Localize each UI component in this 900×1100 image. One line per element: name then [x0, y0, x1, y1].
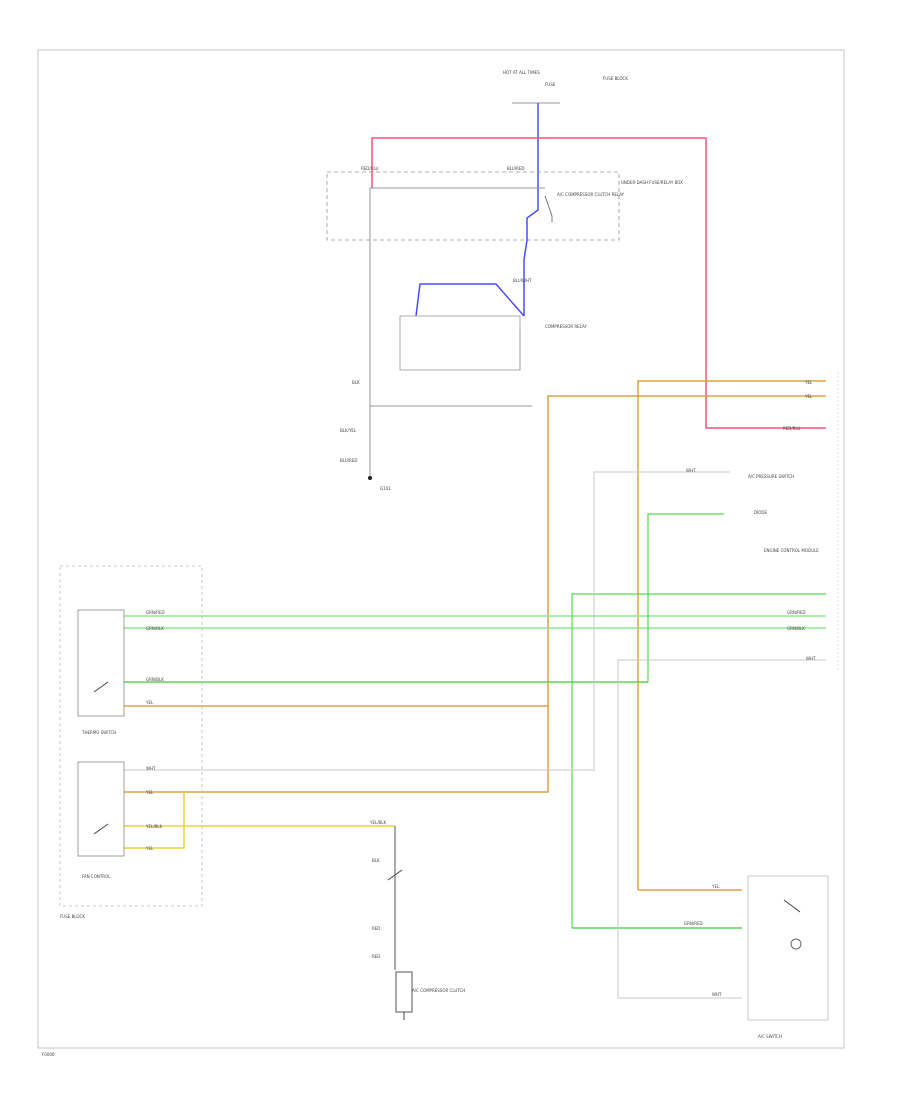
power-feed: HOT AT ALL TIMES FUSE BLOCK FUSE	[503, 70, 628, 196]
label-fan-control: FAN CONTROL	[82, 874, 111, 879]
label-yel-thermo: YEL	[145, 700, 154, 705]
orange-wire-switch	[124, 706, 549, 793]
label-fuse-block-top: FUSE BLOCK	[603, 76, 628, 81]
green-wire-switch	[571, 593, 826, 928]
label-wht-ecm: WHT	[806, 656, 816, 661]
label-yel-blk-fan: YEL/BLK	[145, 824, 163, 829]
gray-wire-pressure	[124, 471, 730, 771]
label-blk-ground: BLK	[352, 380, 360, 385]
compressor-clutch-group: BLK A/C COMPRESSOR CLUTCH RED RED	[372, 826, 465, 1020]
label-grn-wht: GRN/RED	[684, 921, 703, 926]
label-ac-switch: A/C SWITCH	[758, 1034, 782, 1039]
orange-wire-long	[547, 395, 826, 706]
label-yel-fan: YEL	[145, 790, 154, 795]
footer-code: F0000	[42, 1052, 55, 1057]
yellow-wire	[124, 792, 185, 849]
label-red-clutch-2: RED	[372, 954, 380, 959]
blue-wire-loop	[415, 283, 525, 317]
label-wht-pressure: WHT	[686, 468, 696, 473]
label-compressor-clutch-relay: A/C COMPRESSOR CLUTCH RELAY	[557, 192, 625, 197]
label-grn-blk-right: GRN/BLK	[787, 626, 805, 631]
label-yel-fan-2: YEL	[145, 846, 154, 851]
green-wire-ecm	[647, 513, 724, 682]
label-ac-pressure-switch: A/C PRESSURE SWITCH	[748, 474, 794, 479]
label-grn-red-right: GRN/RED	[787, 610, 806, 615]
label-fuse-top: FUSE	[545, 82, 556, 87]
label-grn-blk-left: GRN/BLK	[146, 626, 164, 631]
label-red-clutch-1: RED	[372, 926, 380, 931]
label-thermo-switch: THERMO SWITCH	[81, 730, 116, 735]
label-ac-compressor-clutch: A/C COMPRESSOR CLUTCH	[412, 988, 465, 993]
orange-wire-right	[637, 380, 826, 890]
label-yel-blk: YEL/BLK	[369, 820, 387, 825]
label-yel-upper: YEL	[804, 380, 813, 385]
label-diode: DIODE	[754, 510, 767, 515]
label-blk-yel: BLK/YEL	[340, 428, 357, 433]
label-red-blu-right: RED/BLU	[783, 426, 801, 431]
relay-internals	[369, 187, 553, 406]
ground-point	[368, 476, 372, 480]
label-blu-red-top: BLU/RED	[507, 166, 524, 171]
label-red-blu-top: RED/BLU	[361, 166, 379, 171]
diagram-border	[37, 49, 845, 1049]
label-grn-red-left: GRN/RED	[146, 610, 165, 615]
label-blu-wht: BLU/WHT	[513, 278, 532, 283]
label-wht-ac: WHT	[712, 992, 722, 997]
gray-wire-ecm	[617, 659, 826, 998]
fan-control-group: WHT YEL YEL/BLK YEL FAN CONTROL FUSE BLO…	[60, 761, 163, 919]
label-engine-control-module: ENGINE CONTROL MODULE	[764, 548, 819, 553]
label-hot-at-all-times: HOT AT ALL TIMES	[503, 70, 540, 75]
label-underdash-fuse-relay-box: UNDER-DASH FUSE/RELAY BOX	[621, 180, 683, 185]
label-grn-wht-thermo: GRN/BLK	[146, 677, 164, 682]
label-ground-g101: G101	[380, 486, 391, 491]
label-fuse-block-lower: FUSE BLOCK	[60, 914, 85, 919]
label-blu-red-lower: BLU/RED	[340, 458, 357, 463]
ac-switch-group: YEL A/C SWITCH WHT	[711, 875, 829, 1039]
label-blk-clutch: BLK	[372, 858, 380, 863]
label-wht-fan: WHT	[146, 766, 156, 771]
label-compressor-relay-cluster: COMPRESSOR RELAY	[545, 324, 587, 329]
label-yel-ac: YEL	[711, 884, 720, 889]
label-yel-upper-2: YEL	[804, 394, 813, 399]
compressor-relay-cluster: COMPRESSOR RELAY	[399, 315, 587, 371]
pink-wire	[371, 137, 826, 429]
blue-wire-coil	[523, 196, 539, 316]
fuse-relay-box-outline	[326, 171, 620, 241]
thermo-switch-group: THERMO SWITCH GRN/BLK YEL	[59, 565, 203, 907]
